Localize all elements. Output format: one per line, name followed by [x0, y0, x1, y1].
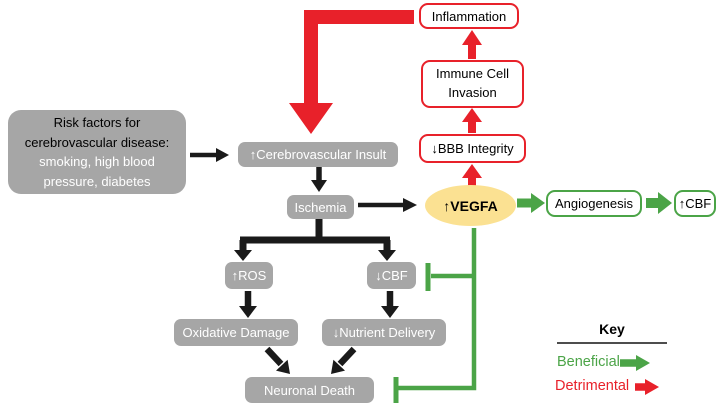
- node-label: Angiogenesis: [554, 196, 634, 211]
- node-label: Ischemia: [294, 199, 347, 215]
- inhibition-line-vegfa: [393, 228, 477, 403]
- node-cerebrovascular-insult: ↑Cerebrovascular Insult: [238, 142, 398, 167]
- arrow-insult-to-ischemia: [311, 167, 327, 192]
- arrow-riskfactors-to-insult: [190, 148, 229, 162]
- node-label: ↓CBF: [375, 268, 408, 283]
- node-cbf-up: ↑CBF: [674, 190, 716, 217]
- node-cbf-down: ↓CBF: [367, 262, 416, 289]
- arrow-ros-to-oxidative: [239, 291, 257, 318]
- arrow-inflammation-feedback-to-insult: [289, 10, 414, 134]
- node-label: ↑Cerebrovascular Insult: [249, 147, 387, 162]
- node-nutrient-delivery: ↓Nutrient Delivery: [322, 319, 446, 346]
- node-label: ↑VEGFA: [443, 197, 498, 214]
- node-label: ↓BBB Integrity: [431, 141, 514, 156]
- node-risk-factors: Risk factors for cerebrovascular disease…: [8, 110, 186, 194]
- arrow-immune-to-inflammation: [462, 30, 482, 59]
- arrow-cbf-to-nutrient: [381, 291, 399, 318]
- arrow-ischemia-branch: [234, 217, 396, 261]
- node-label: Neuronal Death: [263, 382, 356, 398]
- node-label: ↑CBF: [678, 196, 712, 211]
- arrow-vegfa-to-angiogenesis: [517, 193, 545, 213]
- node-label: ↓Nutrient Delivery: [332, 325, 436, 340]
- node-bbb-integrity: ↓BBB Integrity: [419, 134, 526, 163]
- key-detrimental-arrow-icon: [635, 379, 659, 395]
- arrow-vegfa-to-bbb: [462, 164, 482, 187]
- node-oxidative-damage: Oxidative Damage: [174, 319, 298, 346]
- key-detrimental-label: Detrimental: [555, 378, 630, 394]
- node-label: Inflammation: [431, 8, 507, 24]
- node-inflammation: Inflammation: [419, 3, 519, 29]
- node-neuronal-death: Neuronal Death: [245, 377, 374, 403]
- key-beneficial-label: Beneficial: [557, 354, 620, 370]
- node-vegfa: ↑VEGFA: [425, 185, 516, 226]
- key-beneficial-arrow-icon: [620, 355, 650, 371]
- node-ischemia: Ischemia: [287, 195, 354, 219]
- risk-factors-text-black: Risk factors for cerebrovascular disease…: [24, 115, 170, 150]
- node-immune-cell-invasion: Immune Cell Invasion: [421, 60, 524, 108]
- node-label: Oxidative Damage: [182, 325, 290, 340]
- arrow-oxidative-to-neuronal: [264, 346, 290, 374]
- key-title: Key: [599, 321, 625, 337]
- arrow-nutrient-to-neuronal: [331, 346, 357, 374]
- arrow-ischemia-to-vegfa: [358, 198, 417, 212]
- node-angiogenesis: Angiogenesis: [546, 190, 642, 217]
- key-divider: [557, 342, 667, 344]
- arrow-angiogenesis-to-cbfup: [646, 192, 672, 214]
- node-label: ↑ROS: [231, 268, 267, 283]
- arrow-bbb-to-immune: [462, 108, 482, 133]
- risk-factors-text-white: smoking, high blood pressure, diabetes: [39, 154, 155, 189]
- node-label: Immune Cell Invasion: [436, 66, 509, 100]
- node-ros: ↑ROS: [225, 262, 273, 289]
